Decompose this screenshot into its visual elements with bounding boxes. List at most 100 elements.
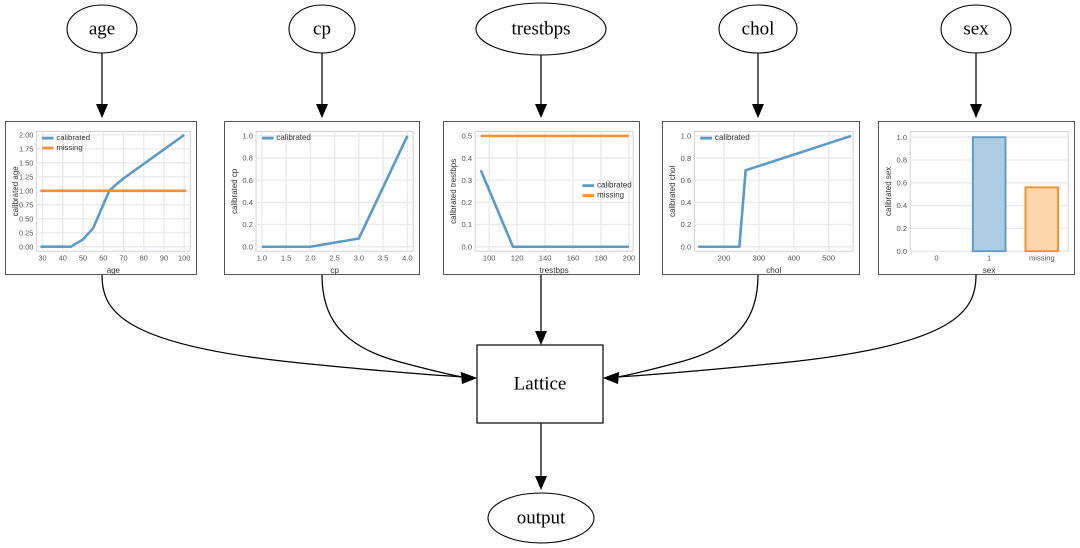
svg-text:missing: missing bbox=[597, 191, 624, 200]
svg-text:cp: cp bbox=[330, 266, 339, 274]
svg-text:0.4: 0.4 bbox=[242, 198, 252, 207]
svg-text:3.5: 3.5 bbox=[378, 254, 388, 263]
svg-text:0.2: 0.2 bbox=[897, 224, 908, 233]
node-trestbps[interactable]: trestbps bbox=[475, 2, 607, 56]
node-age-label: age bbox=[89, 18, 115, 39]
node-chol[interactable]: chol bbox=[718, 4, 798, 54]
arrow-lattice-to-output bbox=[535, 423, 547, 490]
svg-text:0.5: 0.5 bbox=[462, 132, 473, 141]
svg-text:0.6: 0.6 bbox=[242, 176, 252, 185]
svg-text:120: 120 bbox=[511, 254, 524, 263]
node-lattice[interactable]: Lattice bbox=[476, 344, 604, 424]
svg-text:160: 160 bbox=[567, 254, 580, 263]
svg-text:0.6: 0.6 bbox=[897, 179, 908, 188]
arrow-cp-to-plot bbox=[316, 53, 328, 118]
node-sex-label: sex bbox=[963, 18, 989, 39]
svg-text:calibrated trestbps: calibrated trestbps bbox=[449, 159, 458, 224]
svg-text:missing: missing bbox=[1029, 254, 1055, 263]
arrow-cp-plot-to-lattice bbox=[321, 274, 477, 384]
svg-text:1.0: 1.0 bbox=[257, 254, 267, 263]
svg-text:100: 100 bbox=[483, 254, 496, 263]
arrow-trestbps-to-plot bbox=[535, 53, 547, 118]
svg-text:calibrated: calibrated bbox=[597, 181, 632, 190]
svg-text:0.2: 0.2 bbox=[462, 198, 473, 207]
svg-text:0.00: 0.00 bbox=[19, 242, 33, 251]
svg-text:0.4: 0.4 bbox=[462, 154, 473, 163]
svg-text:0.6: 0.6 bbox=[681, 176, 692, 185]
svg-text:0.8: 0.8 bbox=[897, 156, 908, 165]
svg-text:2.5: 2.5 bbox=[329, 254, 339, 263]
svg-text:calibrated: calibrated bbox=[715, 133, 750, 142]
svg-text:500: 500 bbox=[822, 254, 835, 263]
svg-text:90: 90 bbox=[160, 254, 168, 263]
node-output-label: output bbox=[517, 507, 566, 528]
arrow-trestbps-plot-to-lattice bbox=[535, 275, 547, 345]
svg-text:0.4: 0.4 bbox=[897, 201, 908, 210]
arrow-sex-plot-to-lattice bbox=[603, 274, 977, 384]
svg-text:50: 50 bbox=[79, 254, 87, 263]
svg-text:age: age bbox=[107, 266, 121, 274]
plot-sex: 0.0 0.2 0.4 0.6 0.8 1.0 0 1 missing sex calibrated… bbox=[879, 122, 1074, 274]
svg-text:0.50: 0.50 bbox=[19, 214, 33, 223]
svg-text:0.3: 0.3 bbox=[462, 176, 473, 185]
svg-text:chol: chol bbox=[766, 266, 781, 274]
svg-text:2.00: 2.00 bbox=[19, 131, 33, 140]
arrow-chol-to-plot bbox=[752, 53, 764, 118]
svg-text:200: 200 bbox=[718, 254, 731, 263]
svg-text:300: 300 bbox=[753, 254, 766, 263]
svg-text:80: 80 bbox=[140, 254, 148, 263]
node-cp[interactable]: cp bbox=[288, 4, 356, 54]
svg-text:1.00: 1.00 bbox=[19, 186, 33, 195]
svg-text:1.75: 1.75 bbox=[19, 144, 33, 153]
svg-text:0.4: 0.4 bbox=[681, 198, 692, 207]
svg-text:calibrated cp: calibrated cp bbox=[230, 168, 239, 214]
plot-panel-sex[interactable]: 0.0 0.2 0.4 0.6 0.8 1.0 0 1 missing sex calibrated… bbox=[878, 121, 1075, 275]
node-sex[interactable]: sex bbox=[940, 4, 1012, 54]
svg-text:0.1: 0.1 bbox=[462, 220, 473, 229]
svg-text:calibrated: calibrated bbox=[56, 133, 90, 142]
svg-text:70: 70 bbox=[119, 254, 127, 263]
arrow-age-to-plot bbox=[96, 53, 108, 118]
svg-text:1.0: 1.0 bbox=[681, 132, 692, 141]
svg-text:2.0: 2.0 bbox=[305, 254, 315, 263]
svg-text:missing: missing bbox=[56, 143, 82, 152]
svg-text:calibrated age: calibrated age bbox=[11, 166, 20, 217]
svg-text:200: 200 bbox=[623, 254, 636, 263]
svg-text:4.0: 4.0 bbox=[402, 254, 412, 263]
svg-text:1.0: 1.0 bbox=[897, 133, 908, 142]
svg-text:0: 0 bbox=[934, 254, 938, 263]
svg-text:100: 100 bbox=[178, 254, 190, 263]
svg-text:140: 140 bbox=[539, 254, 552, 263]
node-trestbps-label: trestbps bbox=[511, 18, 570, 39]
node-age[interactable]: age bbox=[66, 4, 138, 54]
svg-text:sex: sex bbox=[983, 266, 996, 274]
node-output[interactable]: output bbox=[487, 492, 595, 544]
svg-text:calibrated chol: calibrated chol bbox=[668, 165, 677, 217]
node-lattice-label: Lattice bbox=[514, 373, 567, 394]
svg-text:0.8: 0.8 bbox=[681, 154, 692, 163]
svg-text:0.0: 0.0 bbox=[462, 243, 473, 252]
svg-text:trestbps: trestbps bbox=[540, 266, 569, 274]
svg-text:30: 30 bbox=[38, 254, 46, 263]
svg-text:1: 1 bbox=[987, 254, 991, 263]
svg-text:0.0: 0.0 bbox=[242, 242, 252, 251]
svg-text:0.2: 0.2 bbox=[242, 220, 252, 229]
svg-text:0.8: 0.8 bbox=[242, 154, 252, 163]
svg-text:0.0: 0.0 bbox=[897, 247, 908, 256]
svg-text:calibrated sex: calibrated sex bbox=[884, 167, 893, 216]
svg-text:1.50: 1.50 bbox=[19, 158, 33, 167]
svg-text:60: 60 bbox=[99, 254, 107, 263]
svg-text:0.75: 0.75 bbox=[19, 200, 33, 209]
